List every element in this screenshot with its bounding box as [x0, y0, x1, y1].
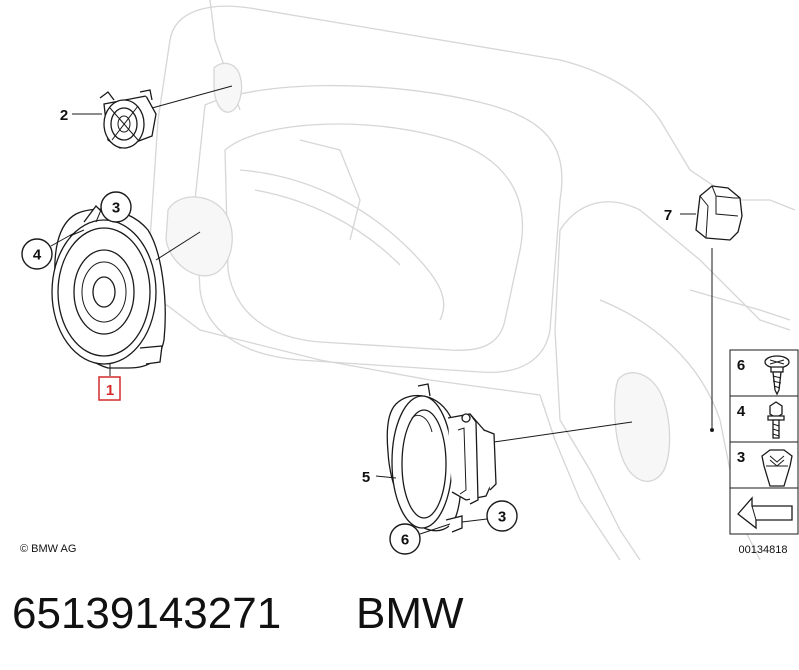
fastener-legend: 6 4 3 00134818 [729, 349, 799, 556]
door-speaker-part-1[interactable] [51, 205, 166, 369]
callout-1-label: 1 [106, 382, 114, 399]
legend-number-1: 6 [737, 357, 745, 374]
callout-6-bottom-label: 6 [401, 532, 409, 549]
rear-speaker-part-5[interactable] [386, 383, 497, 533]
legend-number-2: 4 [737, 403, 746, 420]
brand-name: BMW [356, 589, 464, 638]
tweeter-part-2[interactable] [99, 89, 157, 149]
cap-part-7[interactable] [695, 185, 743, 241]
callout-7-label: 7 [664, 207, 672, 224]
clip-nut-icon [761, 449, 793, 487]
door-panel-outline [149, 0, 796, 561]
callout-4-left-circle [21, 238, 53, 270]
part-number: 65139143271 [12, 589, 281, 638]
callout-4-left-label: 4 [33, 247, 42, 264]
direction-arrow-icon [737, 496, 793, 530]
copyright-text: © BMW AG [20, 543, 76, 555]
callout-2-label: 2 [60, 107, 68, 124]
leader-end-dot [710, 428, 714, 432]
callout-3-bottom-circle [486, 500, 518, 532]
screw-icon [764, 355, 790, 396]
callout-5-label: 5 [362, 469, 370, 486]
legend-number-3: 3 [737, 449, 745, 466]
callout-6-bottom-circle [389, 523, 421, 555]
diagram-code: 00134818 [739, 544, 788, 556]
callout-3-bottom-label: 3 [498, 509, 506, 526]
bolt-icon [767, 401, 785, 439]
callout-3-top-label: 3 [112, 200, 120, 217]
callout-1-highlight-box [98, 376, 121, 401]
callout-3-top-circle [100, 191, 132, 223]
